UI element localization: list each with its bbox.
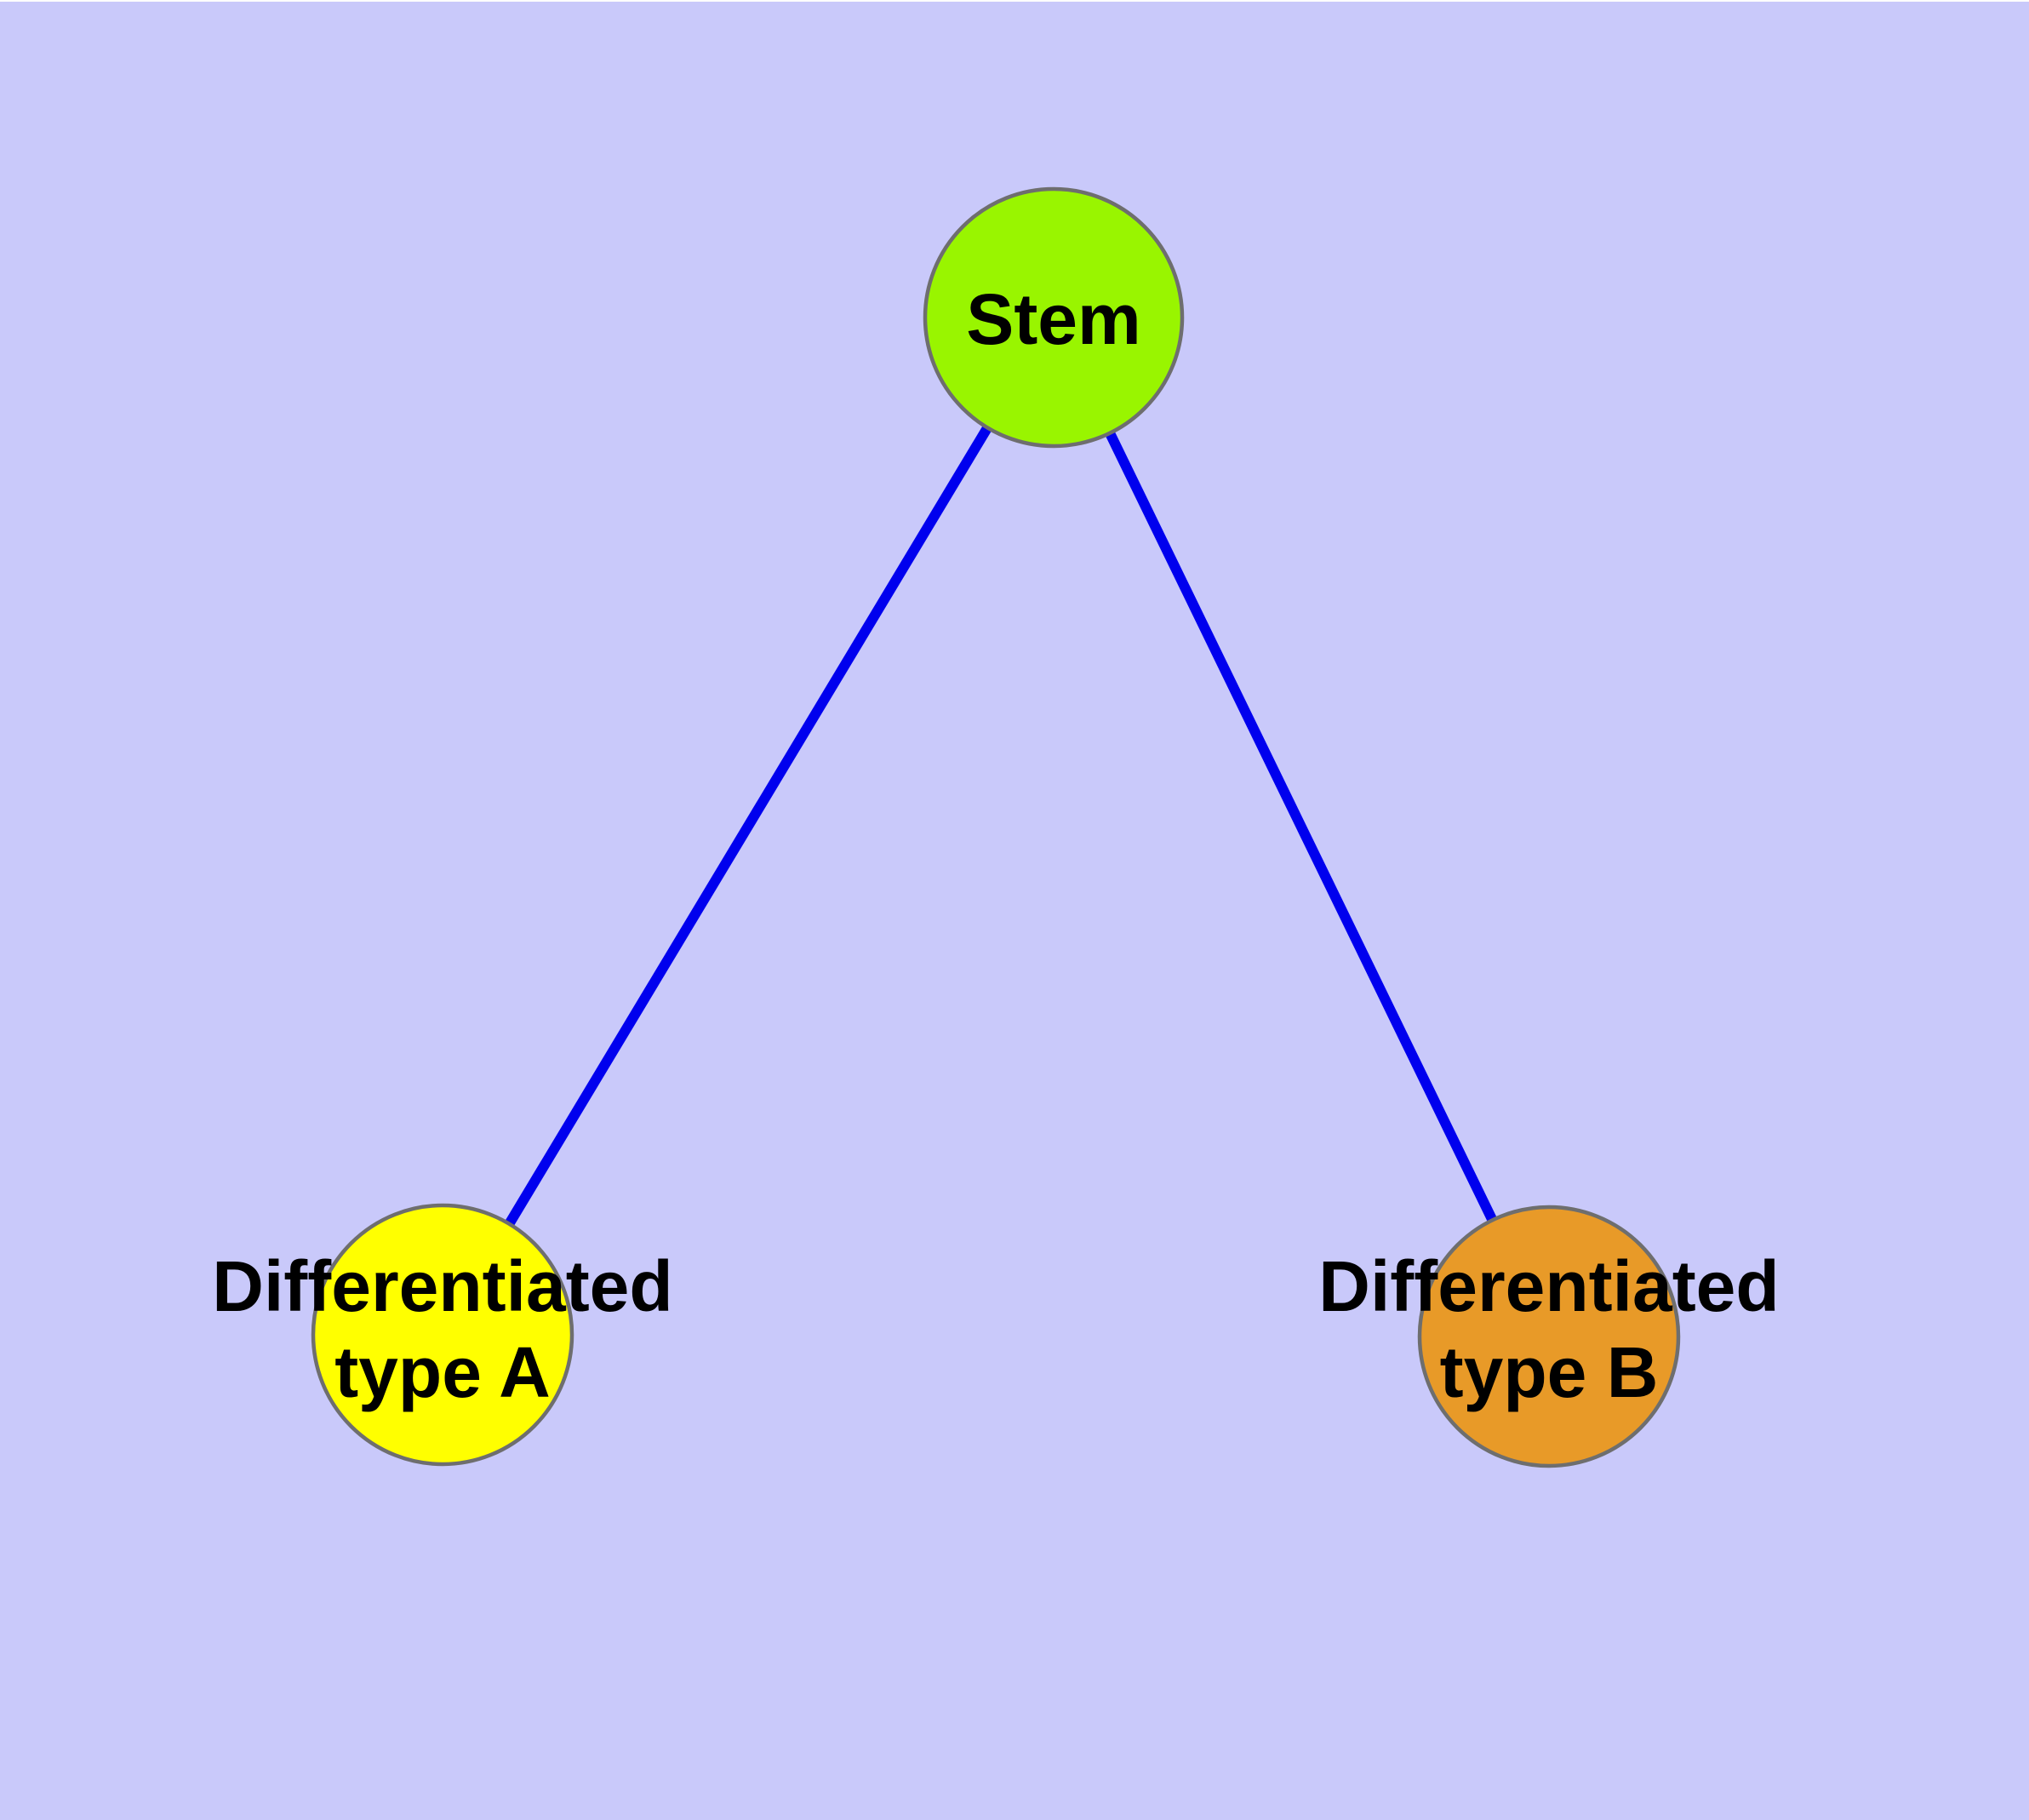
node-differentiated-type-a: Differentiated type A	[212, 1203, 673, 1467]
node-stem: Stem	[923, 186, 1185, 449]
node-type-a-label-line-1: Differentiated	[212, 1246, 672, 1326]
edge-stem-to-type-b	[1049, 315, 1554, 1339]
edge-stem-to-type-a	[437, 314, 1059, 1338]
node-stem-circle	[923, 186, 1185, 449]
node-type-b-label-line-2: type B	[1440, 1332, 1659, 1412]
node-type-b-label-line-1: Differentiated	[1318, 1246, 1779, 1326]
edge-layer	[437, 314, 1554, 1339]
node-type-a-circle	[311, 1203, 574, 1467]
node-layer: Stem Differentiated type A Differentiate…	[212, 186, 1780, 1468]
node-differentiated-type-b: Differentiated type B	[1318, 1205, 1780, 1468]
node-type-b-circle	[1417, 1205, 1681, 1468]
node-type-a-label-line-2: type A	[334, 1332, 551, 1412]
top-margin-strip	[0, 0, 2029, 2]
node-stem-label: Stem	[966, 279, 1140, 359]
